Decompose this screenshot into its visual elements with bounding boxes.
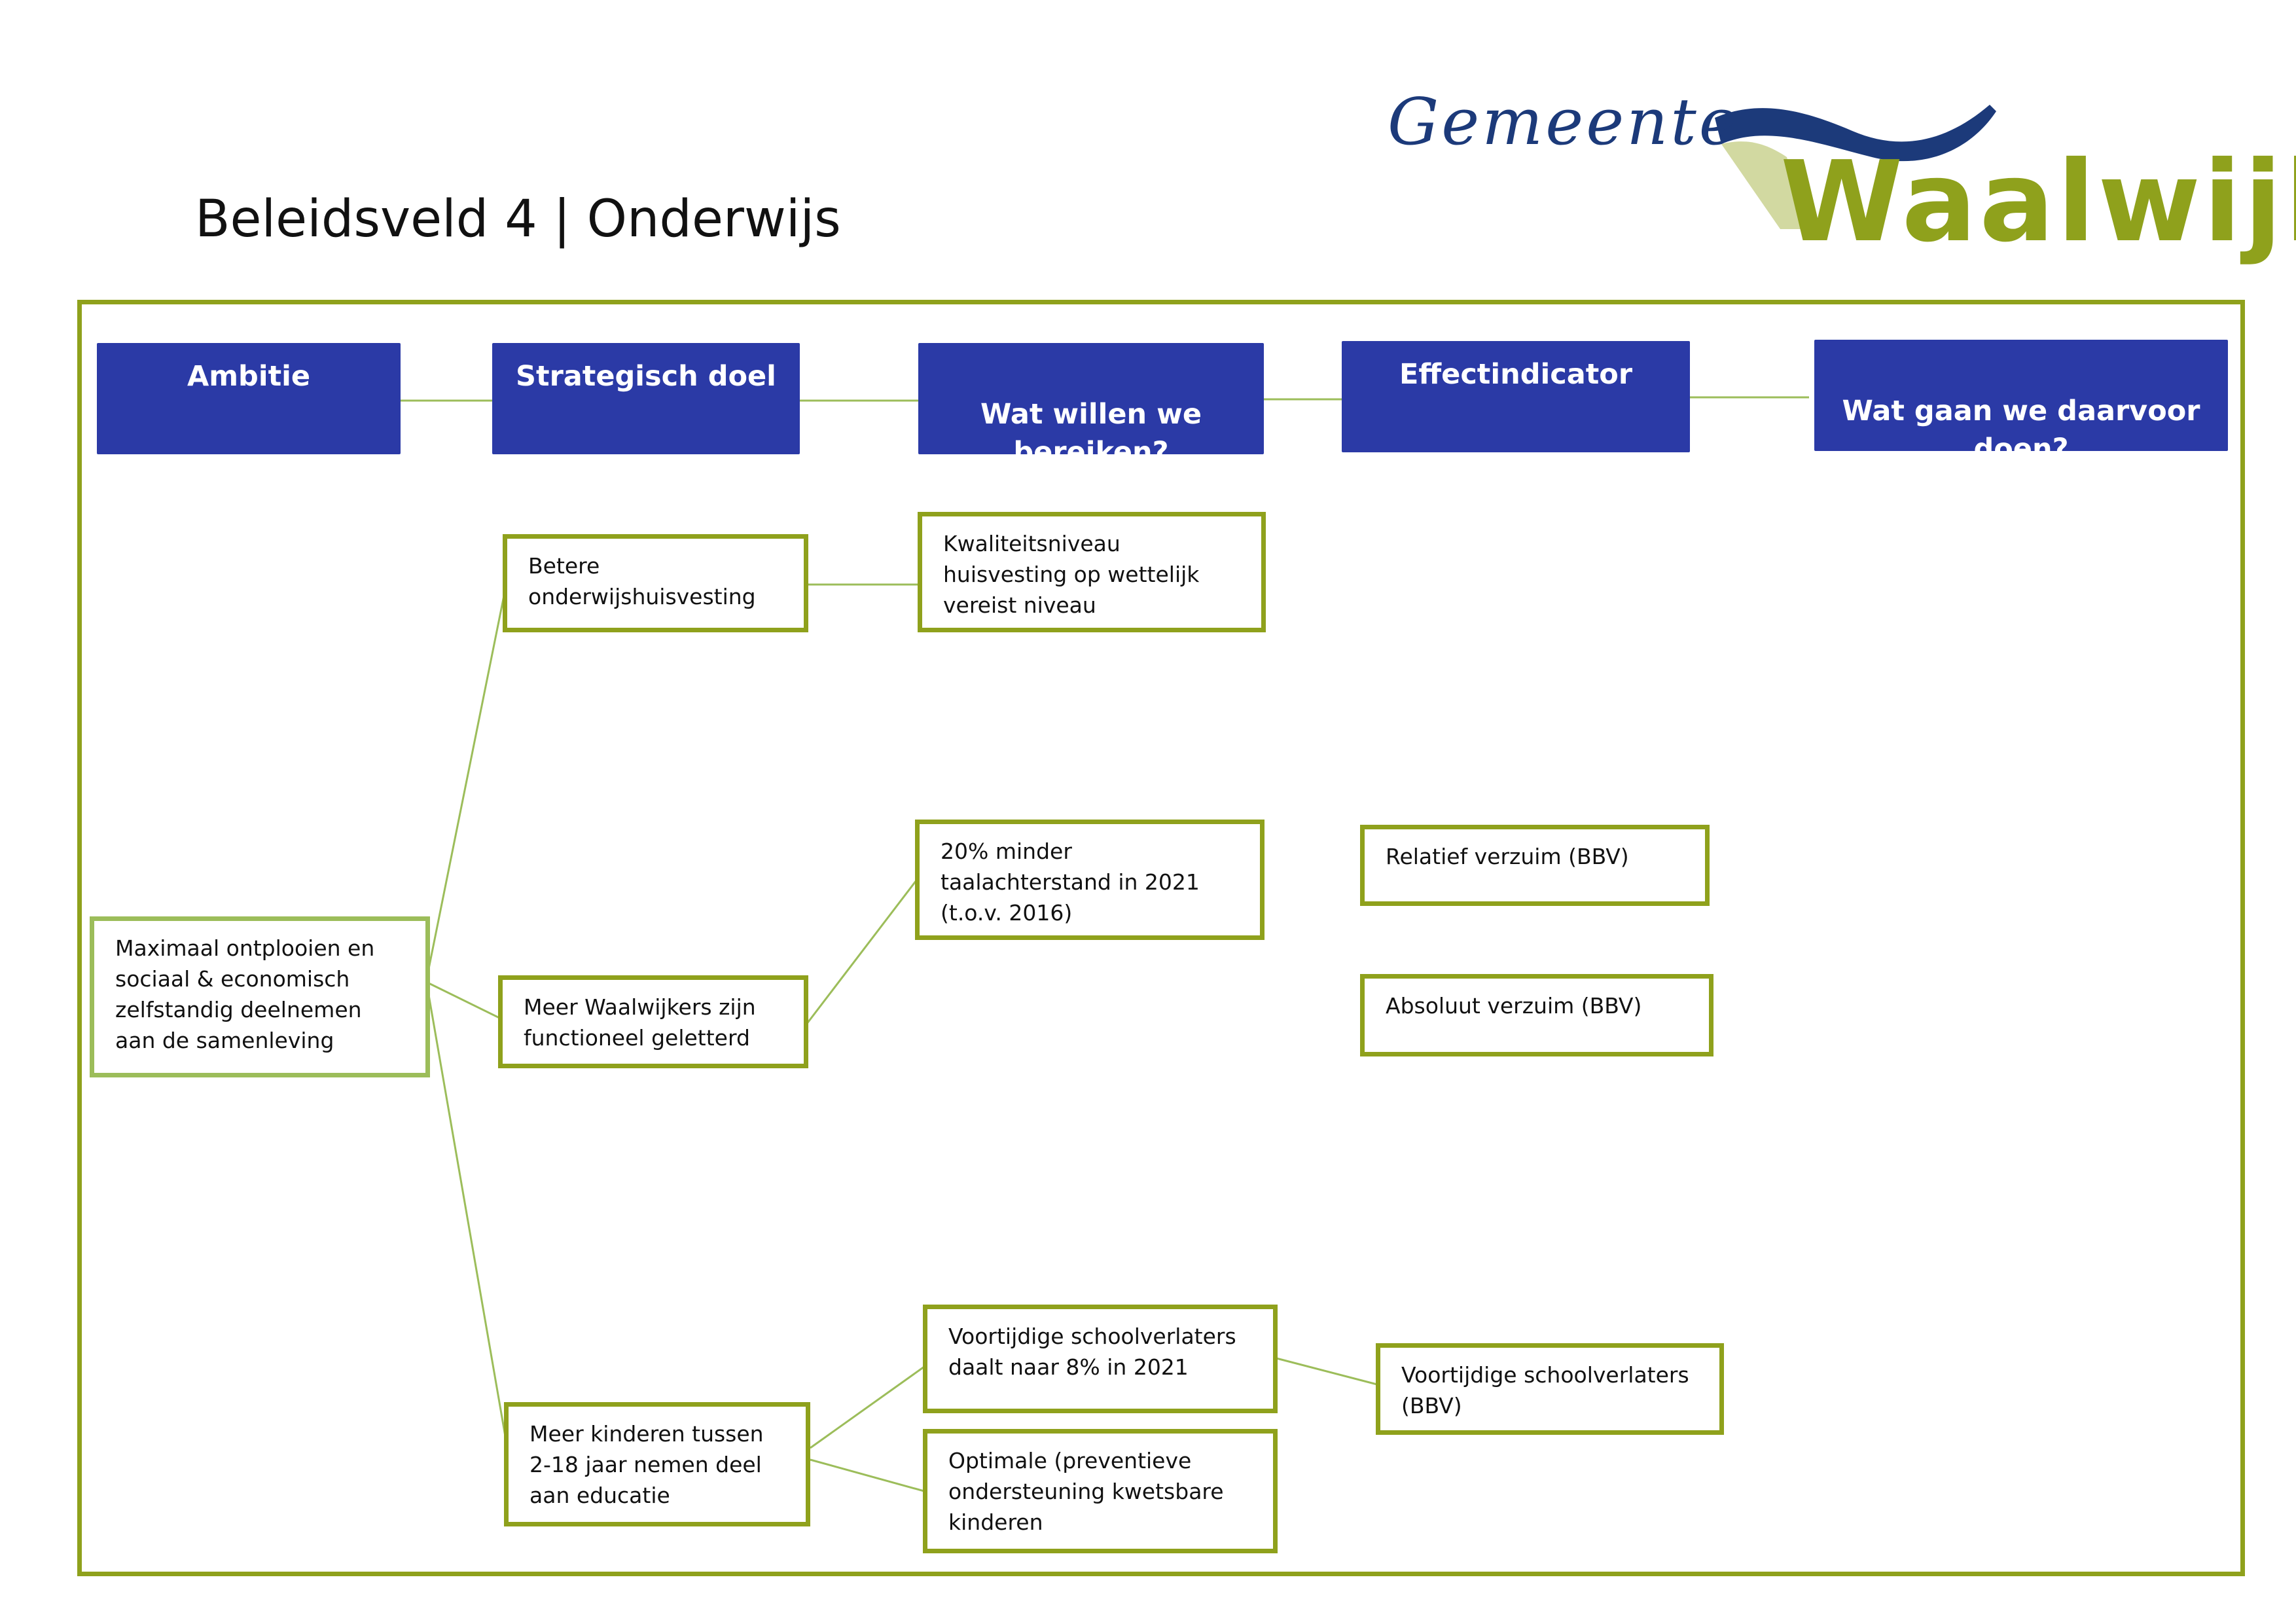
node-bereiken-ondersteuning: Optimale (preventieve ondersteuning kwet… xyxy=(923,1429,1278,1553)
gemeente-waalwijk-logo: Gemeente Waalwijk xyxy=(1388,79,2296,268)
page-title: Beleidsveld 4 | Onderwijs xyxy=(195,190,841,249)
logo-text-waalwijk: Waalwijk xyxy=(1780,137,2296,267)
node-indicator-schoolverlaters: Voortijdige schoolverlaters (BBV) xyxy=(1376,1343,1724,1435)
logo-text-gemeente: Gemeente xyxy=(1388,85,1740,160)
node-doel-geletterd: Meer Waalwijkers zijn functioneel gelett… xyxy=(498,975,808,1068)
node-indicator-absoluut: Absoluut verzuim (BBV) xyxy=(1360,974,1713,1056)
column-header-wat-willen-we-bereiken: Wat willen we bereiken? xyxy=(918,343,1264,469)
column-header-effectindicator: Effectindicator xyxy=(1342,341,1690,452)
column-header-wat-gaan-we-doen: Wat gaan we daarvoor doen? xyxy=(1814,340,2228,465)
column-header-label: Wat gaan we daarvoor doen? xyxy=(1842,395,2200,465)
column-header-label: Ambitie xyxy=(187,360,311,393)
node-bereiken-kwaliteit: Kwaliteitsniveau huisvesting op wettelij… xyxy=(918,512,1266,632)
node-bereiken-taal: 20% minder taalachterstand in 2021 (t.o.… xyxy=(915,820,1265,940)
column-header-label: Wat willen we bereiken? xyxy=(980,398,1202,469)
diagram-frame xyxy=(77,300,2245,1576)
node-indicator-relatief: Relatief verzuim (BBV) xyxy=(1360,825,1710,906)
node-doel-huisvesting: Betere onderwijshuisvesting xyxy=(503,534,808,632)
logo-wave-icon xyxy=(1715,105,1996,229)
node-ambitie: Maximaal ontplooien en sociaal & economi… xyxy=(90,916,430,1077)
node-bereiken-schoolverlaters: Voortijdige schoolverlaters daalt naar 8… xyxy=(923,1305,1278,1413)
column-header-label: Strategisch doel xyxy=(516,360,776,393)
node-doel-educatie: Meer kinderen tussen 2-18 jaar nemen dee… xyxy=(504,1402,810,1526)
column-header-strategisch-doel: Strategisch doel xyxy=(492,343,800,454)
column-header-label: Effectindicator xyxy=(1399,358,1633,391)
column-header-ambitie: Ambitie xyxy=(97,343,401,454)
